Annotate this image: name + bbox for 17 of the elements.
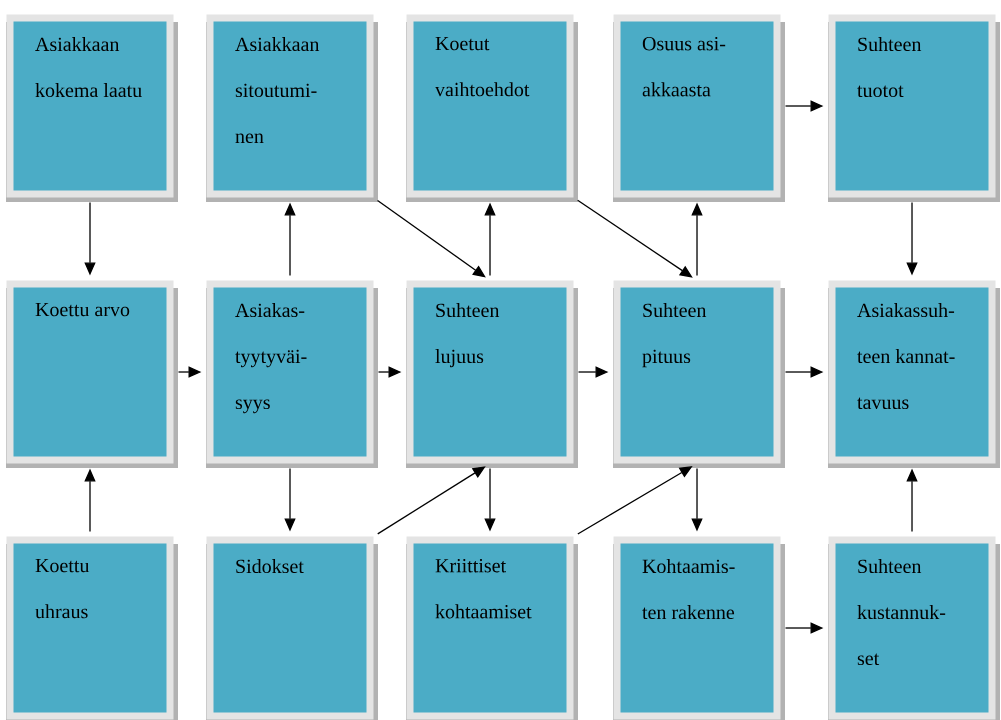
process-box: Kohtaamis- ten rakenne [613, 536, 781, 720]
process-box: Suhteen pituus [613, 280, 781, 464]
arrow [577, 199, 693, 278]
process-box: Asiakas- tyytyväi- syys [206, 280, 374, 464]
process-box: Asiakkaan kokema laatu [6, 14, 174, 198]
process-box: Asiakassuh- teen kannat- tavuus [828, 280, 996, 464]
process-box: Asiakkaan sitoutumi- nen [206, 14, 374, 198]
process-box: Suhteen tuotot [828, 14, 996, 198]
process-box: Koettu arvo [6, 280, 174, 464]
arrow [376, 199, 486, 278]
process-box: Suhteen kustannuk- set [828, 536, 996, 720]
process-box: Koetut vaihtoehdot [406, 14, 574, 198]
process-box: Kriittiset kohtaamiset [406, 536, 574, 720]
process-box: Suhteen lujuus [406, 280, 574, 464]
process-box: Osuus asi- akkaasta [613, 14, 781, 198]
process-box: Sidokset [206, 536, 374, 720]
process-box: Koettu uhraus [6, 536, 174, 720]
